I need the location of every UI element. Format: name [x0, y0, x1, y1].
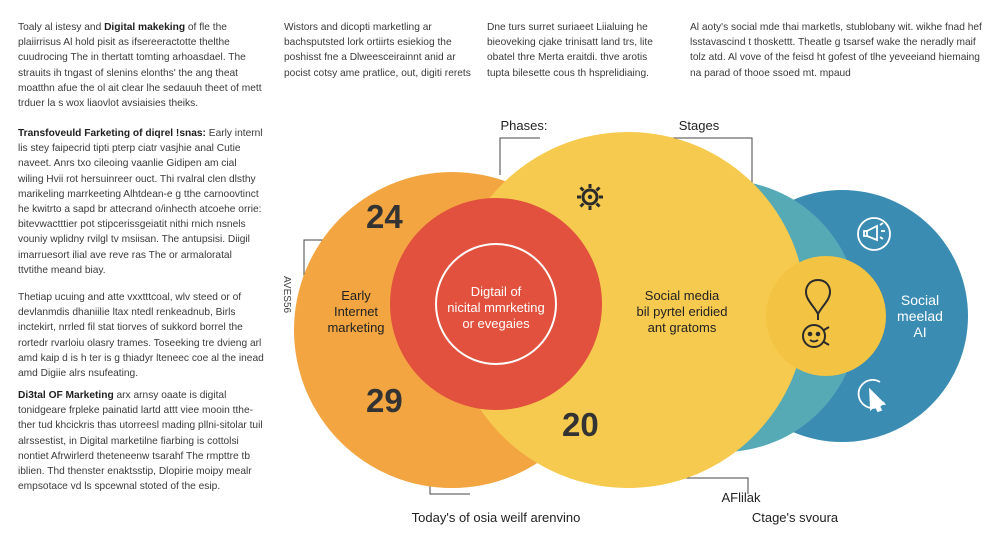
- center-line-1: Digtail of: [470, 284, 522, 299]
- digital-marketing-body: arx arnsy oaate is digital tonidgeare fr…: [18, 390, 263, 493]
- early-line-1: Early: [341, 288, 371, 303]
- number-top: 24: [366, 198, 403, 235]
- stepping-paragraph: Thetiap ucuing and atte vxxtttcoal, wlv …: [18, 292, 264, 380]
- intro-lead: Toaly al istesy and: [18, 22, 105, 33]
- top-column-3: Al aoty's social mde thai marketls, stub…: [690, 22, 982, 79]
- stages-label: Stages: [678, 118, 720, 133]
- transformed-heading: Transfoveuld Farketing of diqrel !snas:: [18, 128, 206, 139]
- early-line-3: marketing: [327, 320, 385, 335]
- side-label: AVES56: [281, 276, 292, 314]
- gear-icon: [577, 184, 603, 210]
- transformed-paragraph: Transfoveuld Farketing of diqrel !snas: …: [18, 126, 264, 278]
- early-line-2: Internet: [333, 304, 379, 319]
- digital-marketing-paragraph: Di3tal OF Marketing arx arnsy oaate is d…: [18, 388, 264, 494]
- center-text: Digtail of nicital mmrketing or evegaies: [426, 284, 566, 332]
- phases-label: Phases:: [500, 118, 548, 133]
- ai-gold-circle: [766, 256, 886, 376]
- intro-paragraph: Toaly al istesy and Digital makeking of …: [18, 20, 264, 111]
- megaphone-chat-icon: [857, 217, 891, 251]
- center-line-2: nicital mmrketing: [447, 300, 545, 315]
- center-ring: [435, 243, 557, 365]
- social-line-2: bil pyrtel eridied: [636, 304, 728, 319]
- social-line-1: Social media: [644, 288, 720, 303]
- stages-bottom-label: Ctage's svoura: [751, 510, 839, 525]
- ai-line-2: meelad: [897, 308, 943, 324]
- number-bottom-center: 20: [562, 406, 599, 443]
- ai-line-1: Social: [900, 292, 940, 308]
- intro-rest: of fle the plaiirrisus Al hold pisit as …: [18, 22, 262, 110]
- top-column-2: Dne turs surret suriaeet Liialuing he bi…: [487, 22, 653, 79]
- location-pin-icon: [804, 278, 832, 320]
- early-internet-text: Early Internet marketing: [316, 288, 396, 336]
- number-bottom-left: 29: [366, 382, 403, 419]
- intro-bold: Digital makeking: [104, 22, 186, 33]
- bottom-left-label: Today's of osia weilf arenvino: [411, 510, 581, 525]
- ai-text: Social meelad AI: [882, 292, 958, 340]
- center-line-3: or evegaies: [462, 316, 530, 331]
- cursor-click-icon: [857, 379, 887, 413]
- transformed-body: Early internl lis stey faipecrid tipti p…: [18, 128, 263, 276]
- ai-label: AFlilak: [721, 490, 761, 505]
- digital-marketing-heading: Di3tal OF Marketing: [18, 390, 114, 401]
- ai-line-3: AI: [913, 324, 927, 340]
- top-column-1: Wistors and dicopti marketling ar bachsp…: [284, 22, 471, 79]
- social-line-3: ant gratoms: [647, 320, 717, 335]
- face-gear-icon: [802, 324, 830, 348]
- center-red-circle: [390, 198, 602, 410]
- social-media-text: Social media bil pyrtel eridied ant grat…: [622, 288, 742, 336]
